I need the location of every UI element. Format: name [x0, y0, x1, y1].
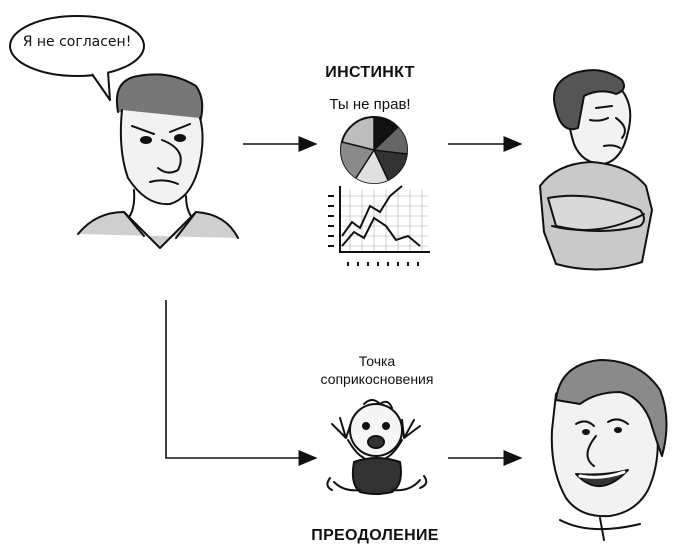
arrow-down-to-contact — [165, 300, 318, 466]
speech-bubble — [9, 15, 145, 101]
contact-line-2: соприкосновения — [320, 371, 434, 387]
contact-caption: Точка соприкосновения — [292, 352, 462, 388]
crossed-arms-man-icon — [539, 69, 653, 271]
overcome-title: ПРЕОДОЛЕНИЕ — [311, 527, 439, 544]
smiling-man-icon — [550, 359, 668, 541]
instinct-caption: Ты не прав! — [329, 96, 411, 113]
pie-chart-icon — [340, 116, 408, 184]
line-chart-icon — [328, 185, 430, 266]
contact-line-1: Точка — [358, 353, 396, 369]
baby-icon — [326, 399, 428, 495]
speech-bubble-text: Я не согласен! — [22, 34, 132, 50]
instinct-title: ИНСТИНКТ — [325, 64, 415, 81]
angry-man-icon — [77, 73, 239, 249]
